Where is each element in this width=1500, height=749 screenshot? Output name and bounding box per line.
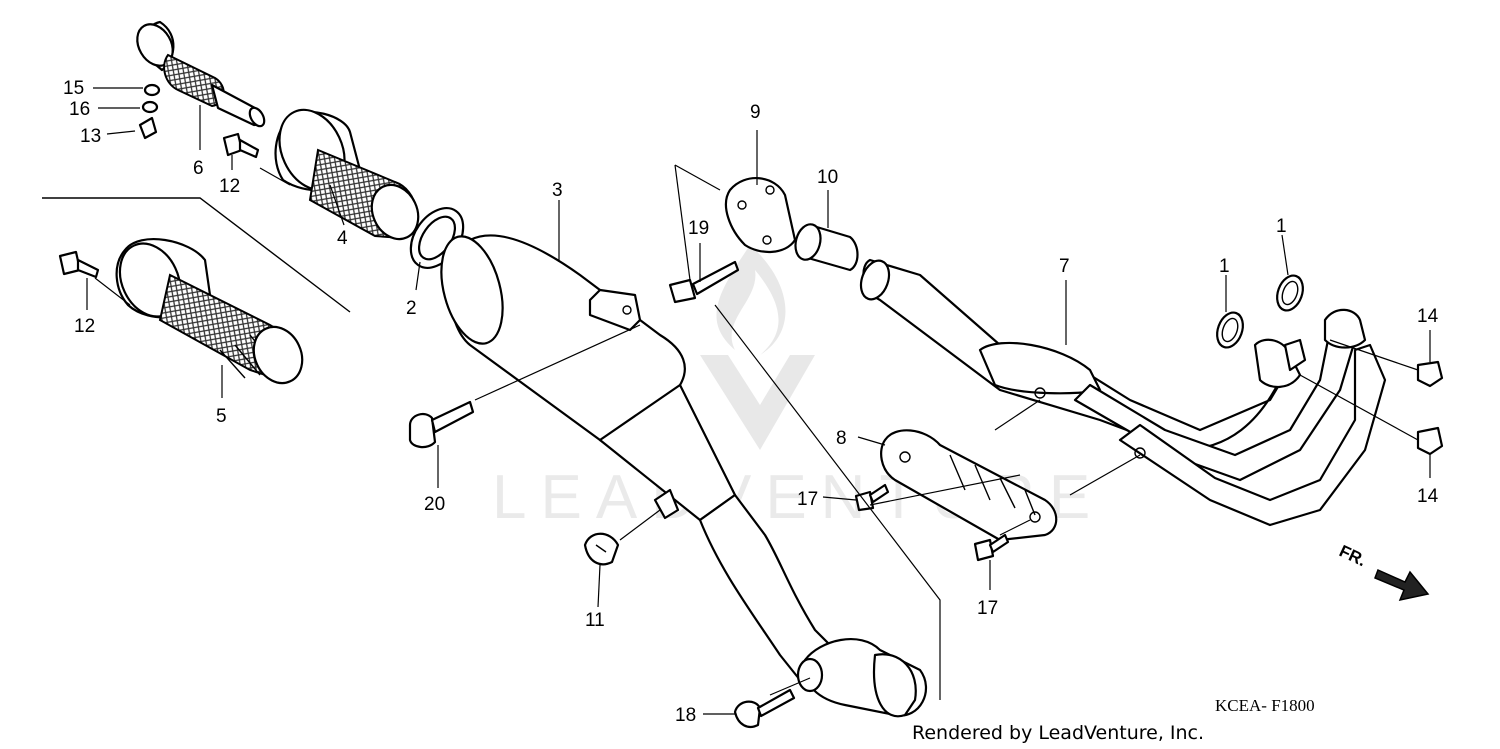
callout-15: 15	[63, 78, 84, 99]
callout-7: 7	[1059, 256, 1070, 277]
part-4-spark-arrester[interactable]	[267, 99, 427, 246]
callout-1b: 1	[1276, 216, 1287, 237]
callout-4: 4	[337, 228, 348, 249]
part-9-clamp[interactable]	[725, 176, 797, 253]
render-credit: Rendered by LeadVenture, Inc.	[912, 722, 1204, 744]
callout-9: 9	[750, 102, 761, 123]
part-17-bolt-lower[interactable]	[973, 533, 1010, 562]
callout-16: 16	[69, 99, 90, 120]
part-12-bolt-lower[interactable]	[58, 250, 100, 279]
callout-12b: 12	[74, 316, 95, 337]
front-arrow-icon	[1374, 568, 1430, 602]
callout-5: 5	[216, 406, 227, 427]
callout-6: 6	[193, 158, 204, 179]
callout-2: 2	[406, 298, 417, 319]
part-6-tailpipe[interactable]	[130, 18, 267, 129]
diagram-reference-code: KCEA- F1800	[1215, 696, 1315, 715]
leader-lines	[86, 87, 1431, 715]
callout-17b: 17	[977, 598, 998, 619]
part-16-washer[interactable]	[141, 100, 159, 114]
part-15-washer[interactable]	[143, 83, 161, 97]
callout-14b: 14	[1417, 486, 1439, 507]
section-divider-line	[42, 197, 351, 313]
part-14-nut-upper[interactable]	[1416, 360, 1444, 388]
part-1-gasket-b[interactable]	[1273, 272, 1308, 314]
part-3-muffler[interactable]	[431, 230, 928, 718]
part-18-bolt[interactable]	[733, 688, 796, 728]
watermark-v-icon	[700, 355, 815, 450]
part-5-spark-arrester[interactable]	[109, 234, 312, 391]
part-20-bolt[interactable]	[408, 400, 475, 449]
callout-17a: 17	[797, 489, 818, 510]
part-12-bolt-upper[interactable]	[222, 132, 260, 159]
callout-8: 8	[836, 428, 847, 449]
part-1-gasket-a[interactable]	[1213, 309, 1248, 351]
part-10-collar[interactable]	[792, 222, 859, 272]
watermark-flame-icon	[716, 245, 786, 355]
part-13-screw[interactable]	[138, 116, 158, 140]
callout-13: 13	[80, 126, 101, 147]
callout-10: 10	[817, 167, 838, 188]
callout-3: 3	[552, 180, 563, 201]
callout-19: 19	[688, 218, 709, 239]
callout-labels: 1 1 2 3 4 5 6 7 8 9 10 11 12 12 13 14 14…	[63, 78, 1439, 726]
callout-14a: 14	[1417, 306, 1439, 327]
part-11-grommet[interactable]	[583, 532, 620, 566]
callout-18: 18	[675, 705, 696, 726]
callout-12a: 12	[219, 176, 240, 197]
front-direction-label: FR.	[1336, 541, 1369, 570]
callout-11: 11	[585, 610, 605, 631]
part-19-bolt[interactable]	[668, 260, 740, 304]
callout-1a: 1	[1219, 256, 1230, 277]
part-14-nut-lower[interactable]	[1416, 426, 1444, 456]
callout-20: 20	[424, 494, 445, 515]
front-direction-indicator: FR.	[1336, 541, 1430, 602]
part-7-exhaust-pipe[interactable]	[856, 257, 1387, 527]
